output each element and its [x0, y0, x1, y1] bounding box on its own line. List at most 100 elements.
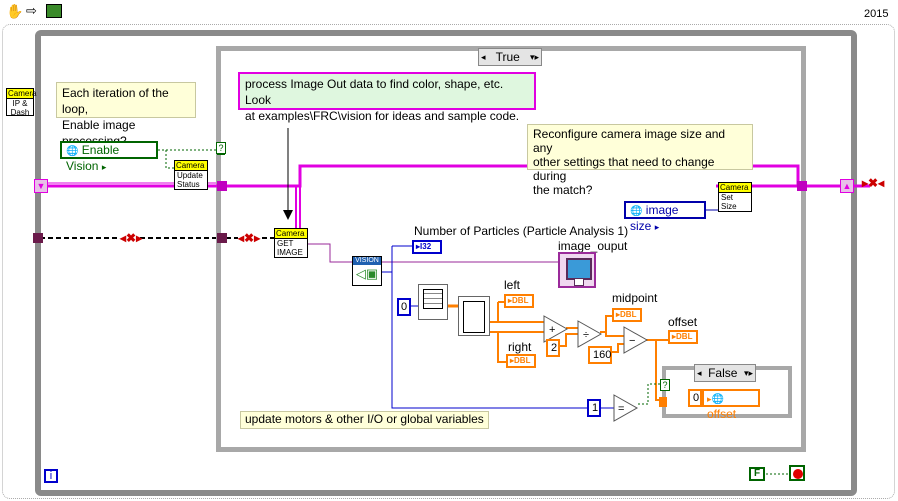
vi-line: Dash — [10, 108, 30, 117]
index-array-node[interactable] — [418, 284, 448, 320]
highlight-icon[interactable] — [46, 4, 62, 18]
vi-header: Camera — [719, 183, 751, 193]
case-selector-label: True — [495, 50, 520, 64]
indicator-type: DBL — [620, 310, 637, 319]
globe-icon: 🌐 — [630, 206, 643, 217]
vi-header: Camera — [7, 89, 37, 99]
stop-false-constant[interactable]: F — [749, 467, 765, 481]
image-output-label: image_ouput — [558, 239, 628, 253]
outer-frame — [2, 24, 895, 499]
operate-hand-icon[interactable]: ✋ — [6, 3, 24, 19]
loop-iteration-terminal[interactable]: i — [44, 469, 58, 483]
indicator-type: DBL — [676, 332, 693, 341]
right-label: right — [508, 340, 532, 354]
num-particles-label: Number of Particles (Particle Analysis 1… — [414, 224, 629, 238]
image-display-icon — [566, 258, 592, 280]
tunnel — [217, 233, 227, 243]
indicator-type: DBL — [514, 356, 531, 365]
note-line: other settings that need to change durin… — [533, 155, 715, 183]
subtract-node[interactable]: − — [623, 326, 649, 354]
vi-line: Set — [721, 193, 734, 202]
vi-header: Camera — [275, 229, 307, 239]
left-indicator: ▸DBL — [504, 294, 534, 308]
const-1[interactable]: 1 — [587, 399, 601, 417]
case-next-icon[interactable]: ▾▸ — [743, 368, 753, 378]
case-next-icon[interactable]: ▾▸ — [529, 52, 539, 62]
enable-vision-global[interactable]: 🌐 Enable Vision ▸ — [60, 141, 158, 173]
image-size-global[interactable]: 🌐 image size ▸ — [624, 201, 706, 233]
unbundle-node[interactable] — [458, 296, 490, 336]
vi-line: IP & — [12, 99, 28, 108]
indicator-type: DBL — [512, 296, 529, 305]
note-process: process Image Out data to find color, sh… — [238, 72, 536, 123]
midpoint-label: midpoint — [612, 291, 658, 305]
divide-node[interactable]: ÷ — [577, 320, 603, 348]
num-particles-indicator: ▸I32 — [412, 240, 442, 254]
image-output-indicator — [558, 252, 596, 288]
vision-header: VISION — [353, 257, 381, 265]
const-0[interactable]: 0 — [397, 298, 411, 316]
indicator-arrow-icon: ▸ — [510, 356, 515, 365]
case-selector-question: ? — [216, 142, 226, 154]
indicator-arrow-icon: ▸ — [508, 296, 513, 305]
case-selector-false[interactable]: ◂ False ▾▸ — [694, 364, 756, 382]
case-prev-icon[interactable]: ◂ — [481, 52, 486, 62]
vi-line: GET — [277, 239, 294, 248]
arrow-right-icon: ▸ — [101, 162, 107, 172]
note-update-motors: update motors & other I/O or global vari… — [240, 411, 489, 429]
unbundle-icon — [463, 301, 485, 333]
note-each-iteration: Each iteration of the loop, Enable image… — [56, 82, 196, 148]
double-wire — [600, 315, 612, 333]
toolbar: ✋ ⇨ 2015 — [0, 0, 898, 24]
globe-icon: 🌐 — [66, 146, 79, 157]
error-cluster-icon: ▸✖◂ — [862, 176, 885, 190]
svg-text:÷: ÷ — [583, 329, 589, 341]
double-wire — [558, 333, 578, 347]
indicator-arrow-icon: ▸ — [416, 242, 421, 251]
vi-header: Camera — [175, 161, 207, 171]
image-display-icon — [574, 278, 584, 286]
vi-line: Status — [177, 180, 200, 189]
run-arrow-icon[interactable]: ⇨ — [26, 3, 37, 18]
left-label: left — [504, 278, 521, 292]
const-160[interactable]: 160 — [588, 346, 612, 364]
svg-text:+: + — [549, 324, 555, 336]
const-0-false[interactable]: 0 — [688, 389, 702, 407]
svg-text:−: − — [629, 335, 635, 347]
enable-vision-label: Enable Vision — [66, 143, 120, 173]
offset-local-global[interactable]: ▸🌐 offset — [702, 389, 760, 421]
note-line: Reconfigure camera image size and any — [533, 127, 726, 155]
error-cluster-icon: ◂✖▸ — [238, 231, 261, 245]
const-2[interactable]: 2 — [546, 339, 560, 357]
tunnel — [217, 181, 227, 191]
offset-indicator: ▸DBL — [668, 330, 698, 344]
vision-express-vi[interactable]: VISION ◁▣ — [352, 256, 382, 286]
double-wire — [497, 332, 506, 363]
arrow-right-icon: ▸ — [707, 394, 712, 404]
add-node-shape: + — [543, 315, 569, 343]
vi-line: Size — [721, 202, 737, 211]
case-prev-icon[interactable]: ◂ — [697, 368, 702, 378]
equal-node[interactable]: = — [613, 394, 639, 422]
camera-ip-dash-vi[interactable]: Camera IP & Dash — [6, 88, 37, 117]
boolean-wire — [165, 150, 176, 169]
note-line: Each iteration of the loop, — [62, 86, 169, 116]
camera-set-size-vi[interactable]: Camera Set Size — [718, 182, 752, 212]
stop-terminal-icon[interactable] — [789, 465, 805, 481]
vi-line: Update — [177, 171, 203, 180]
note-line: process Image Out data to find color, sh… — [245, 77, 504, 107]
boolean-wire — [638, 383, 662, 405]
shift-register-left[interactable]: ▼ — [34, 179, 48, 193]
image-wire — [308, 243, 352, 263]
tunnel — [659, 397, 667, 407]
note-reconfigure: Reconfigure camera image size and any ot… — [527, 124, 753, 197]
case-selector-true[interactable]: ◂ True ▾▸ — [478, 48, 542, 66]
error-cluster-icon: ◂✖▸ — [120, 231, 143, 245]
indicator-type: I32 — [420, 242, 432, 251]
camera-update-status-vi[interactable]: Camera Update Status — [174, 160, 208, 190]
offset-local-label: offset — [707, 407, 737, 421]
shift-register-right[interactable]: ▲ — [840, 179, 854, 193]
camera-get-image-vi[interactable]: Camera GET IMAGE — [274, 228, 308, 258]
while-loop[interactable] — [35, 30, 857, 496]
version-year: 2015 — [864, 8, 889, 20]
